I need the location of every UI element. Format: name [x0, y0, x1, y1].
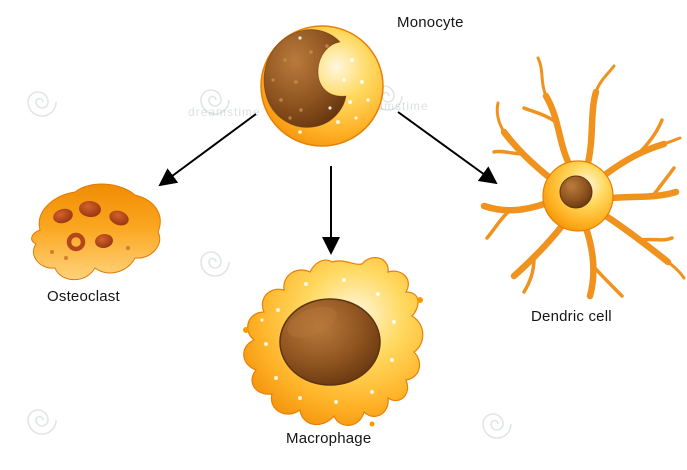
monocyte-cell	[260, 25, 384, 147]
label-dendritic: Dendric cell	[531, 308, 612, 325]
label-macrophage: Macrophage	[286, 430, 372, 447]
arrow-monocyte-dendritic	[397, 111, 498, 185]
label-monocyte: Monocyte	[397, 14, 464, 31]
dendritic-cell	[480, 56, 686, 300]
macrophage-cell	[243, 256, 424, 427]
label-osteoclast: Osteoclast	[47, 288, 120, 305]
osteoclast-cell	[31, 183, 161, 281]
arrow-monocyte-osteoclast	[158, 113, 257, 187]
watermark-text: dreamstime	[188, 105, 261, 119]
